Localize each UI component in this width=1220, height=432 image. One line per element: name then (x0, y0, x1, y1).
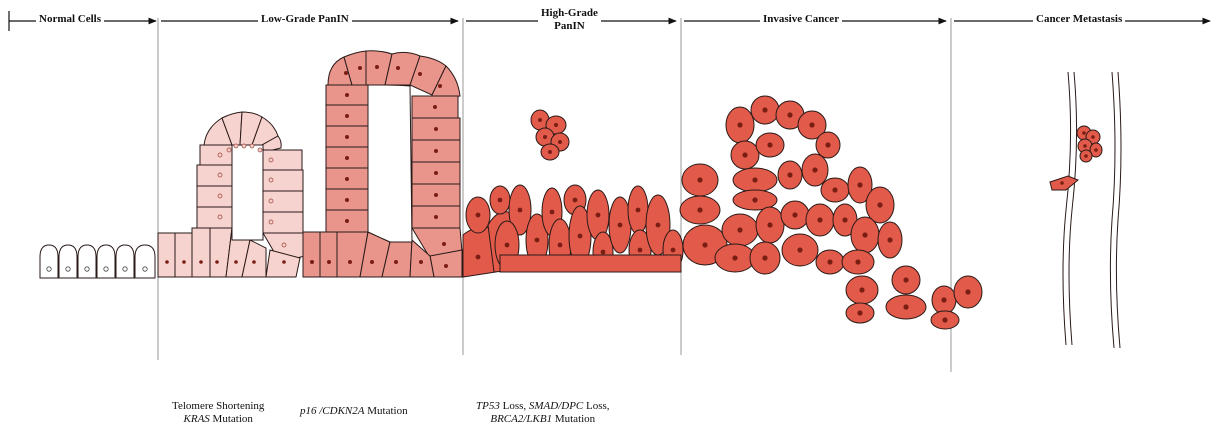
mutation-caption-3-gene1: TP53 (476, 400, 500, 412)
mutation-caption-3-gene2: SMAD/DPC (529, 400, 583, 412)
stage-label-normal-cells: Normal Cells (36, 13, 104, 26)
stage-label-high-grade-line1: High-Grade (541, 7, 598, 19)
mutation-caption-3-text3: Mutation (552, 413, 595, 425)
mutation-caption-2-text: Mutation (364, 405, 407, 417)
mutation-caption-1-line1: Telomere Shortening (172, 400, 264, 412)
invasive-cancer-cells (680, 96, 982, 329)
mutation-caption-1-gene: KRAS (184, 413, 210, 425)
high-grade-cells (463, 110, 683, 277)
mutation-caption-3: TP53 Loss, SMAD/DPC Loss, BRCA2/LKB1 Mut… (476, 400, 610, 426)
normal-cells (40, 245, 155, 278)
mutation-caption-2: p16 /CDKN2A Mutation (300, 405, 408, 418)
mutation-caption-1-line2: Mutation (210, 413, 253, 425)
mutation-caption-1: Telomere Shortening KRAS Mutation (172, 400, 264, 426)
stage-label-high-grade-line2: PanIN (554, 20, 585, 32)
stage-label-invasive-cancer: Invasive Cancer (760, 13, 842, 26)
stage-label-cancer-metastasis: Cancer Metastasis (1033, 13, 1125, 26)
mutation-caption-3-gene3: BRCA2/LKB1 (490, 413, 552, 425)
low-grade-cells (158, 112, 305, 277)
stage-label-high-grade-panin: High-Grade PanIN (538, 7, 601, 33)
mutation-caption-3-text1: Loss, (500, 400, 529, 412)
stage-arrows (9, 11, 1210, 31)
mutation-caption-3-text2: Loss, (583, 400, 609, 412)
low-grade-dysplastic-cells (303, 51, 462, 277)
mutation-caption-2-gene: p16 /CDKN2A (300, 405, 364, 417)
stage-label-low-grade-panin: Low-Grade PanIN (258, 13, 352, 26)
metastasis-vessel (1063, 72, 1121, 348)
